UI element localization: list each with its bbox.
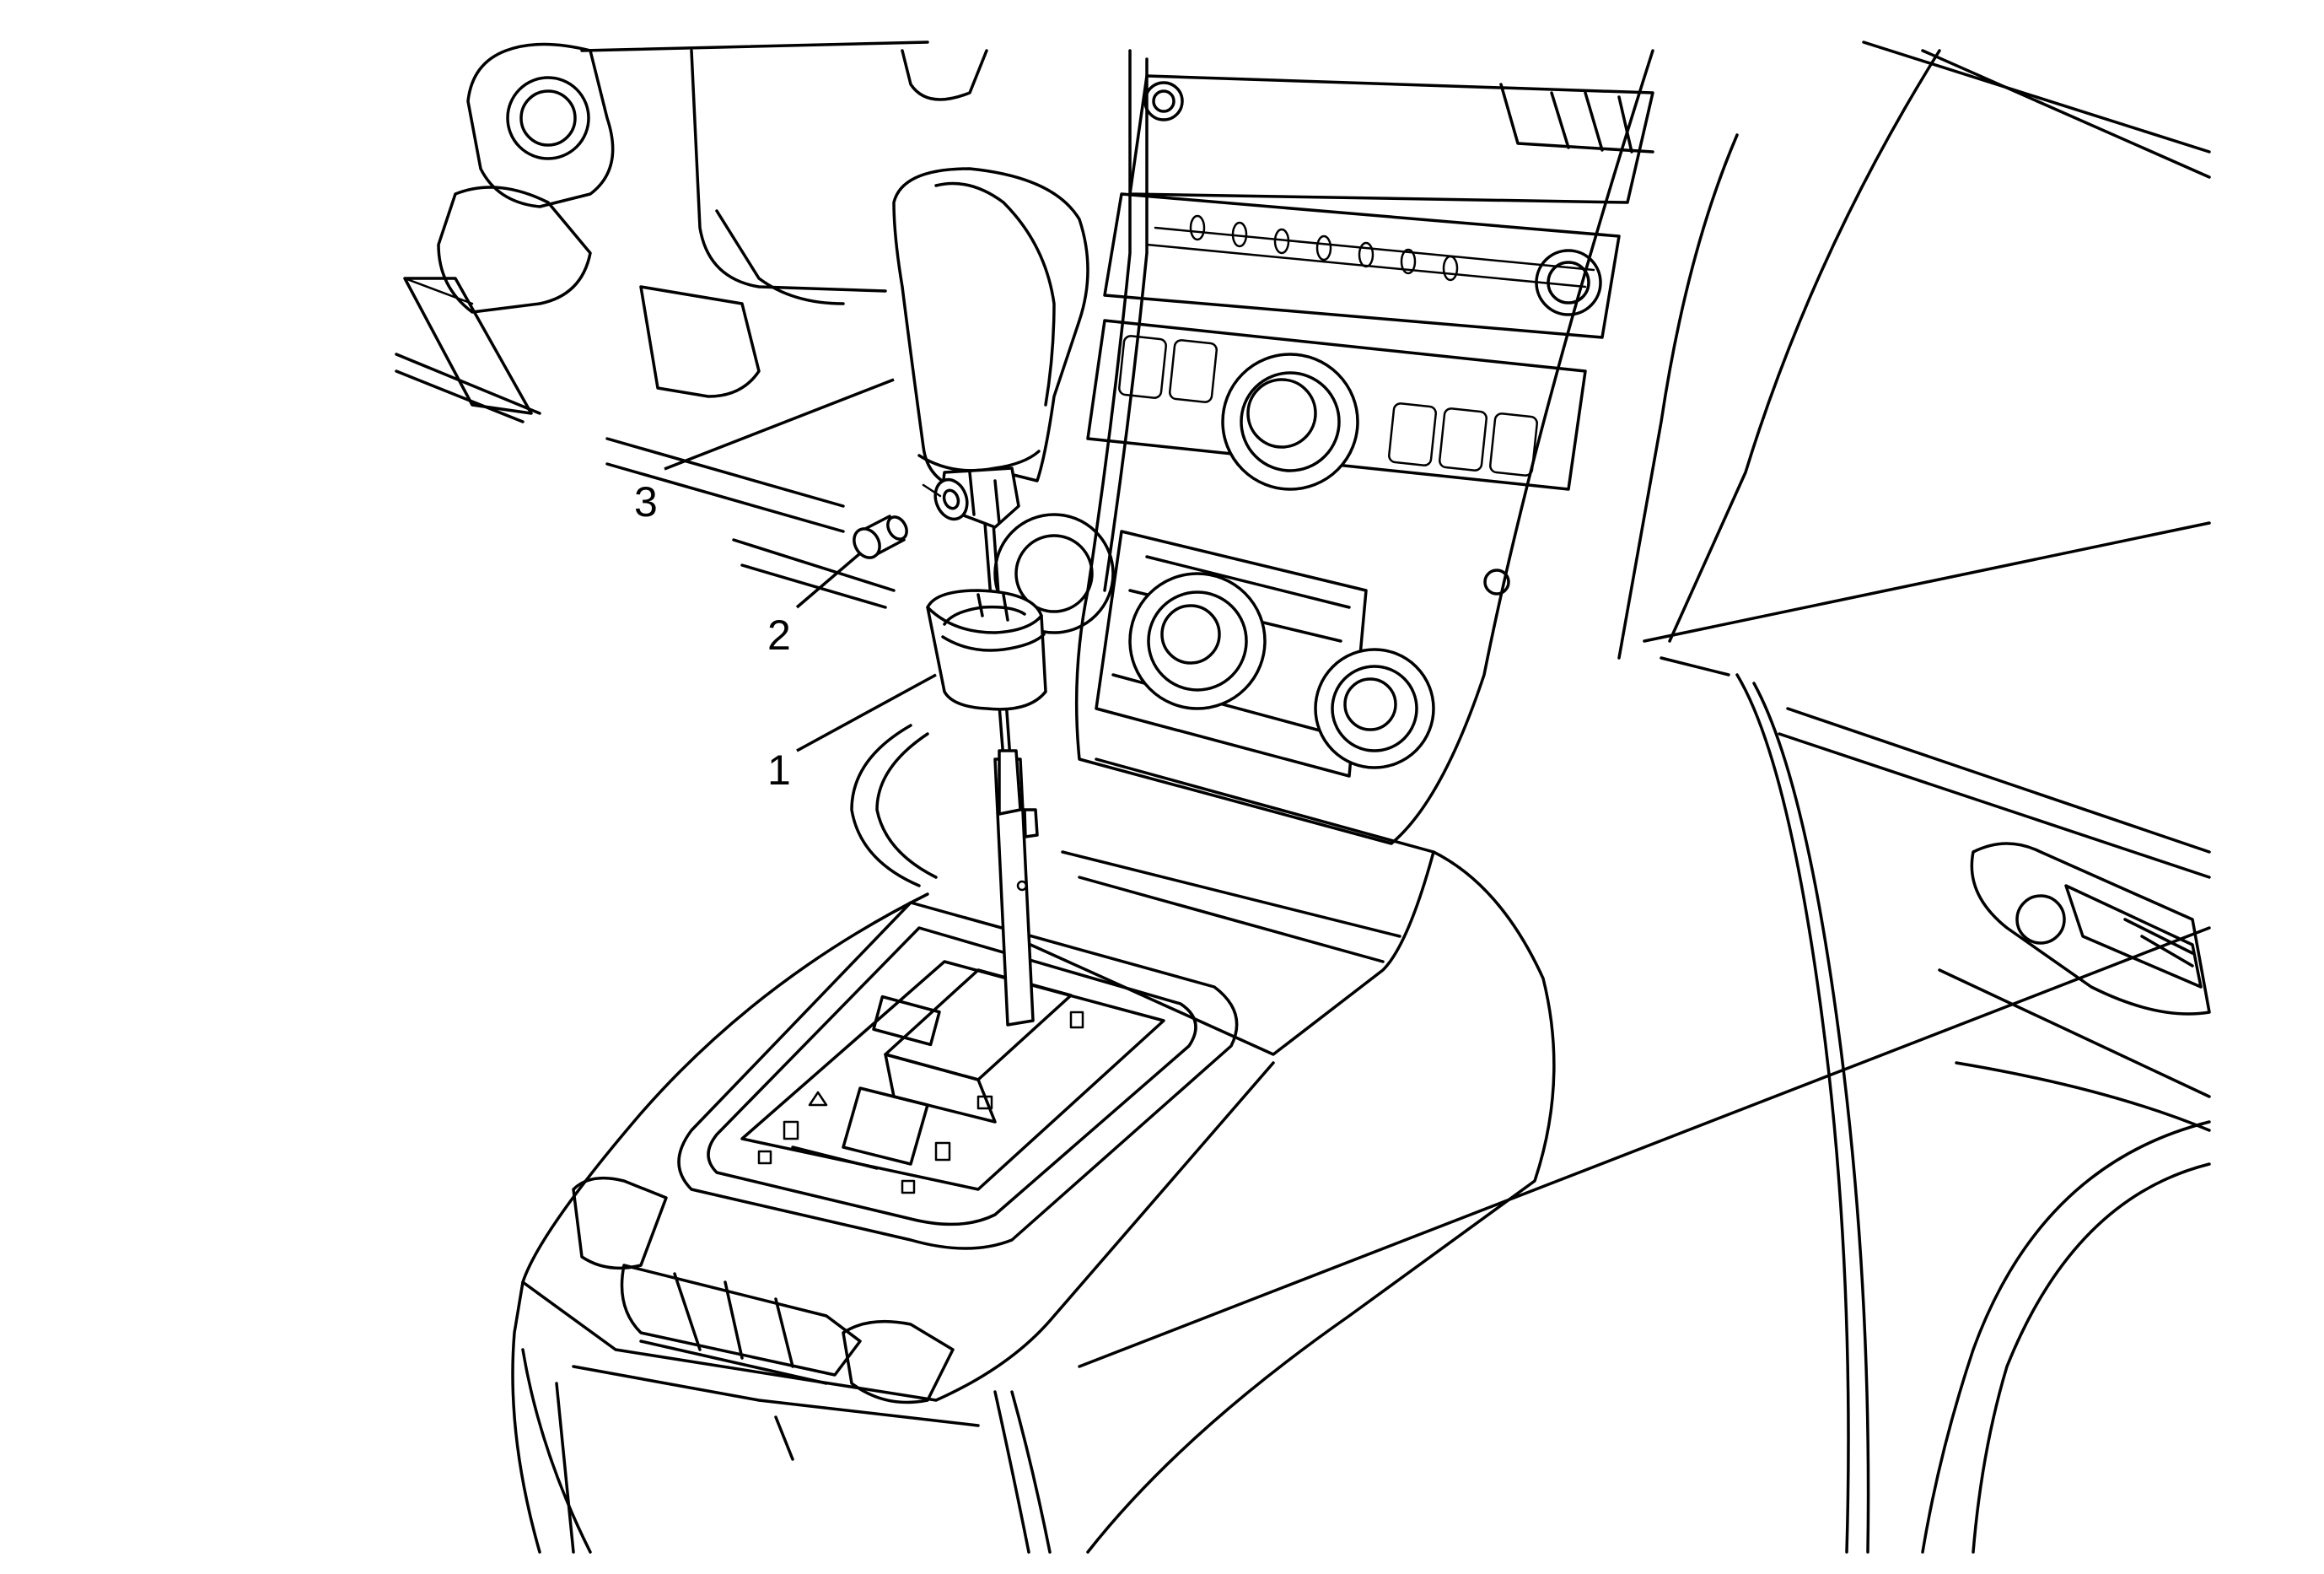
callout-3: 3 — [634, 378, 895, 526]
center-console — [511, 724, 1556, 1554]
dashboard-background — [395, 40, 2211, 1554]
knob-collar-icon — [926, 589, 1047, 711]
callout-1: 1 — [767, 673, 937, 794]
leader-line-3 — [664, 378, 895, 471]
leader-line-1 — [796, 673, 937, 752]
callout-2: 2 — [767, 552, 862, 659]
callout-label-2: 2 — [767, 612, 791, 659]
center-stack — [987, 49, 1654, 845]
shift-knob-icon — [892, 167, 1089, 529]
shift-lever-icon — [983, 521, 1039, 1027]
leader-line-2 — [795, 552, 862, 609]
callout-label-3: 3 — [634, 478, 658, 526]
callout-label-1: 1 — [767, 747, 791, 794]
set-screw-icon — [853, 515, 908, 559]
